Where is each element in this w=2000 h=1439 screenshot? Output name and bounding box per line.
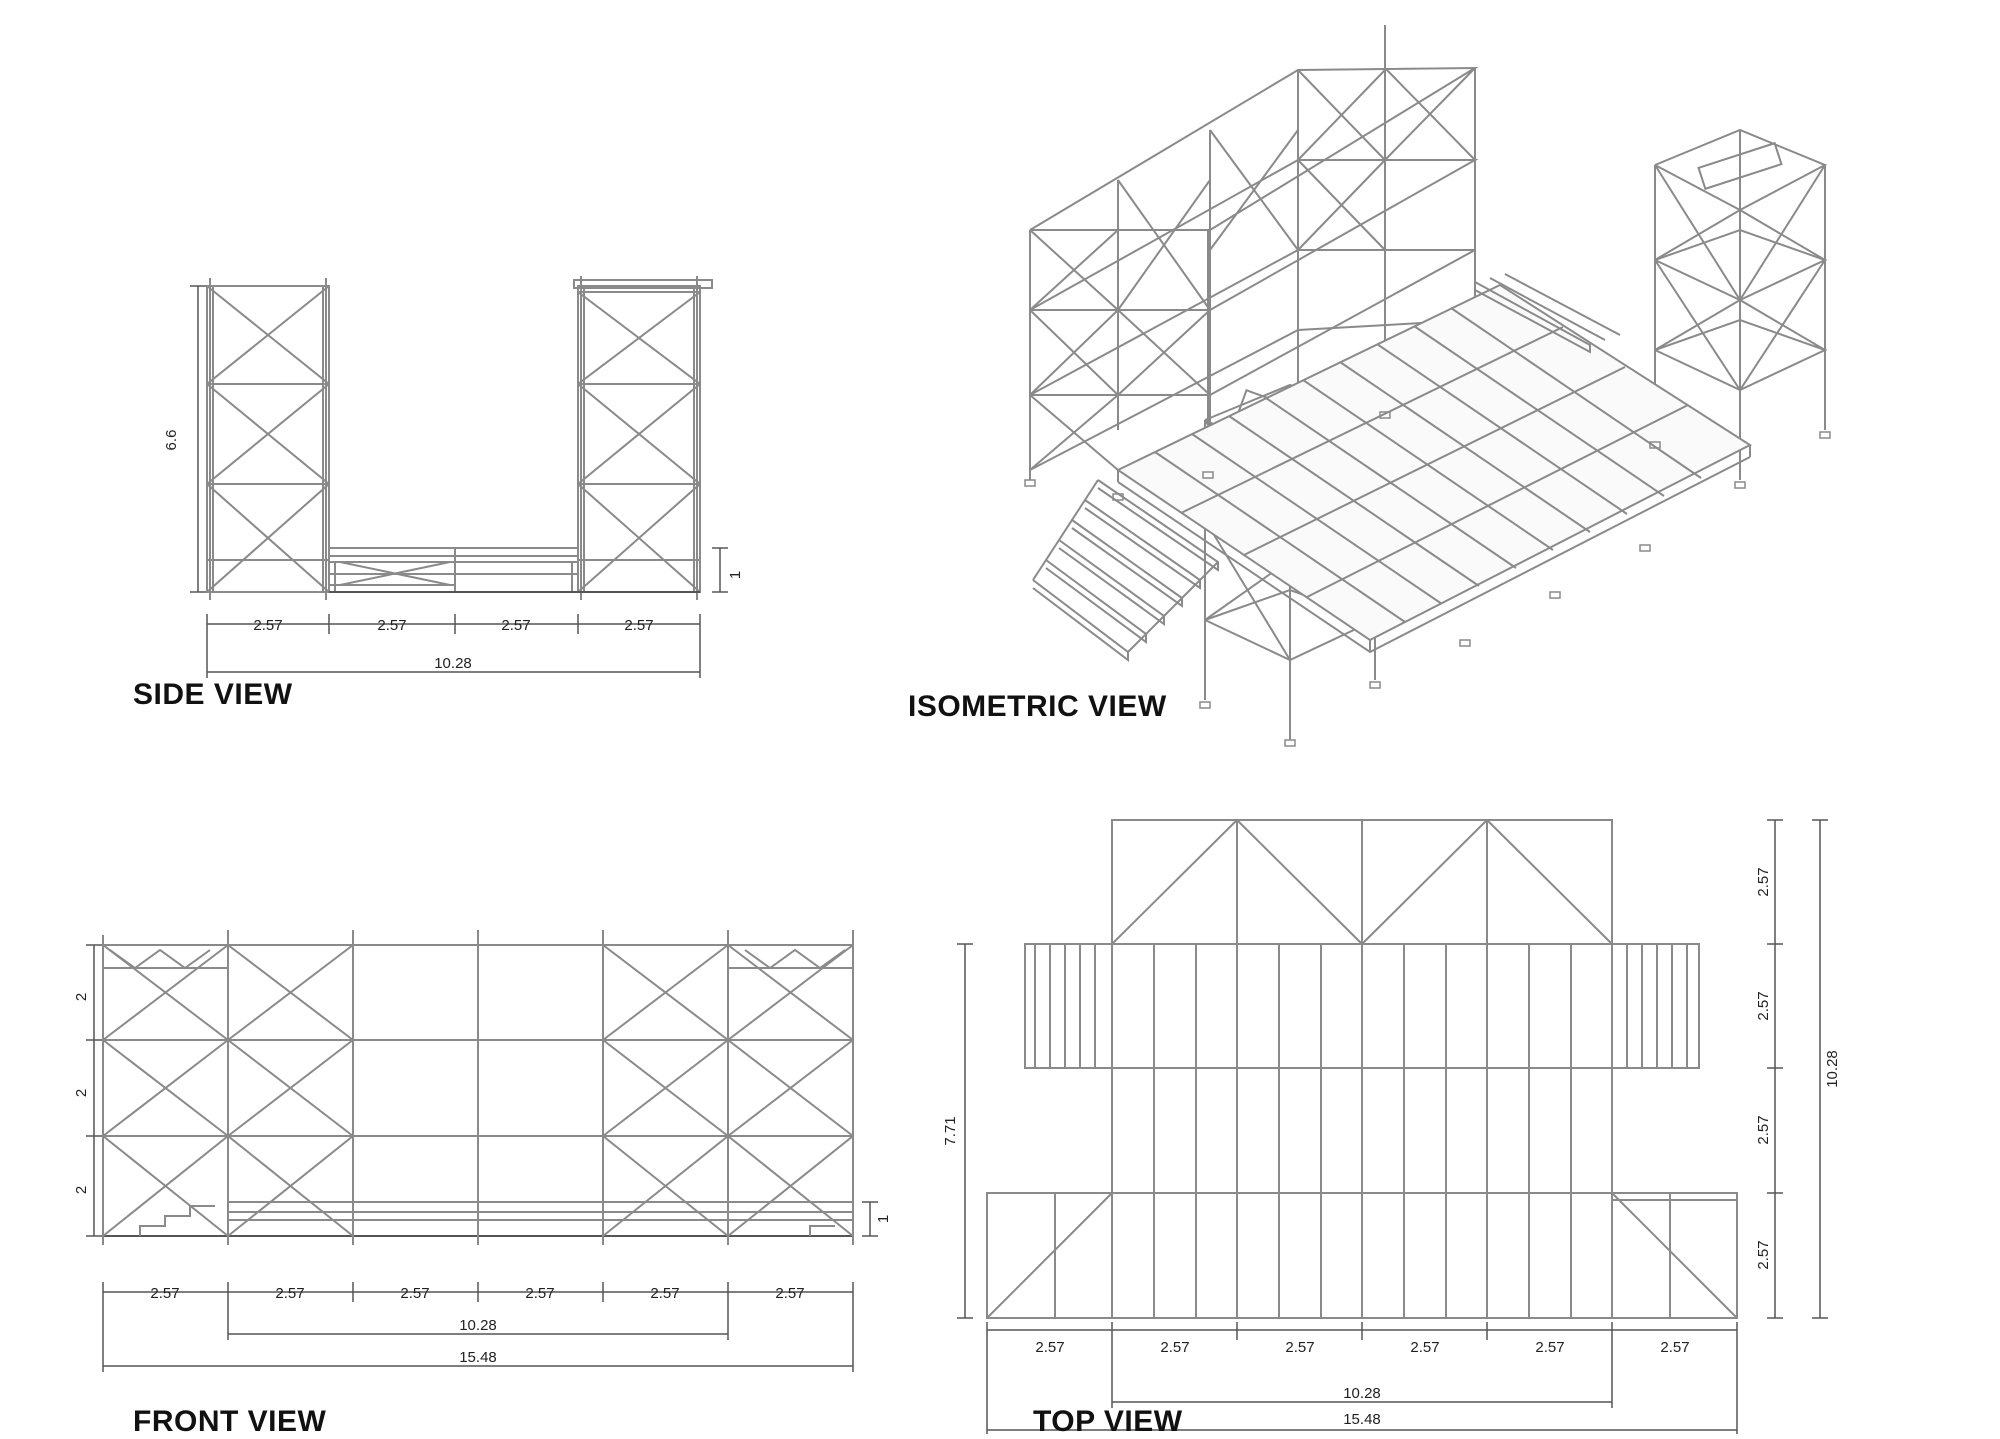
front-level-3: 2 [73, 1186, 90, 1194]
front-total: 15.48 [459, 1349, 497, 1366]
front-span-6: 2.57 [775, 1285, 804, 1302]
top-view-title: TOP VIEW [1033, 1405, 1183, 1438]
front-span-4: 2.57 [525, 1285, 554, 1302]
top-right-span-2: 2.57 [1755, 991, 1772, 1020]
isometric-view [1024, 25, 1831, 747]
top-right-span-1: 2.57 [1755, 867, 1772, 896]
side-total: 10.28 [434, 655, 472, 672]
iso-stairs [1032, 273, 1621, 663]
side-deck-height: 1 [727, 571, 744, 579]
side-view: 2.57 2.57 2.57 2.57 10.28 6.6 1 [163, 276, 744, 678]
iso-base-plates [1024, 411, 1831, 747]
front-span-2: 2.57 [275, 1285, 304, 1302]
top-plan [986, 819, 1738, 1319]
top-left-total: 7.71 [942, 1116, 959, 1145]
top-span-5: 2.57 [1535, 1339, 1564, 1356]
top-view: 2.57 2.57 2.57 2.57 2.57 2.57 10.28 15.4… [942, 819, 1841, 1439]
front-inner-total: 10.28 [459, 1317, 497, 1334]
isometric-view-title: ISOMETRIC VIEW [908, 690, 1167, 723]
top-inner-total: 10.28 [1343, 1385, 1381, 1402]
front-deck-height: 1 [875, 1215, 892, 1223]
top-span-3: 2.57 [1285, 1339, 1314, 1356]
side-view-title: SIDE VIEW [133, 678, 293, 711]
top-span-6: 2.57 [1660, 1339, 1689, 1356]
front-view: 2.57 2.57 2.57 2.57 2.57 2.57 10.28 15.4… [73, 930, 892, 1372]
side-left-tower [206, 278, 330, 600]
front-span-3: 2.57 [400, 1285, 429, 1302]
front-frame [102, 930, 854, 1245]
top-total: 15.48 [1343, 1411, 1381, 1428]
front-level-2: 2 [73, 1089, 90, 1097]
front-span-5: 2.57 [650, 1285, 679, 1302]
top-right-span-4: 2.57 [1755, 1240, 1772, 1269]
front-span-1: 2.57 [150, 1285, 179, 1302]
top-span-4: 2.57 [1410, 1339, 1439, 1356]
front-level-1: 2 [73, 993, 90, 1001]
front-dimensions [86, 944, 878, 1372]
side-span-1: 2.57 [253, 617, 282, 634]
iso-deck [1116, 283, 1753, 654]
top-dimensions [957, 819, 1828, 1439]
side-span-3: 2.57 [501, 617, 530, 634]
side-right-tower [573, 276, 713, 600]
side-dimensions [190, 285, 728, 678]
top-right-span-3: 2.57 [1755, 1115, 1772, 1144]
top-span-2: 2.57 [1160, 1339, 1189, 1356]
front-view-title: FRONT VIEW [133, 1405, 327, 1438]
side-height: 6.6 [163, 430, 180, 451]
top-right-total: 10.28 [1824, 1050, 1841, 1088]
side-span-2: 2.57 [377, 617, 406, 634]
side-span-4: 2.57 [624, 617, 653, 634]
side-deck [328, 547, 700, 593]
top-span-1: 2.57 [1035, 1339, 1064, 1356]
